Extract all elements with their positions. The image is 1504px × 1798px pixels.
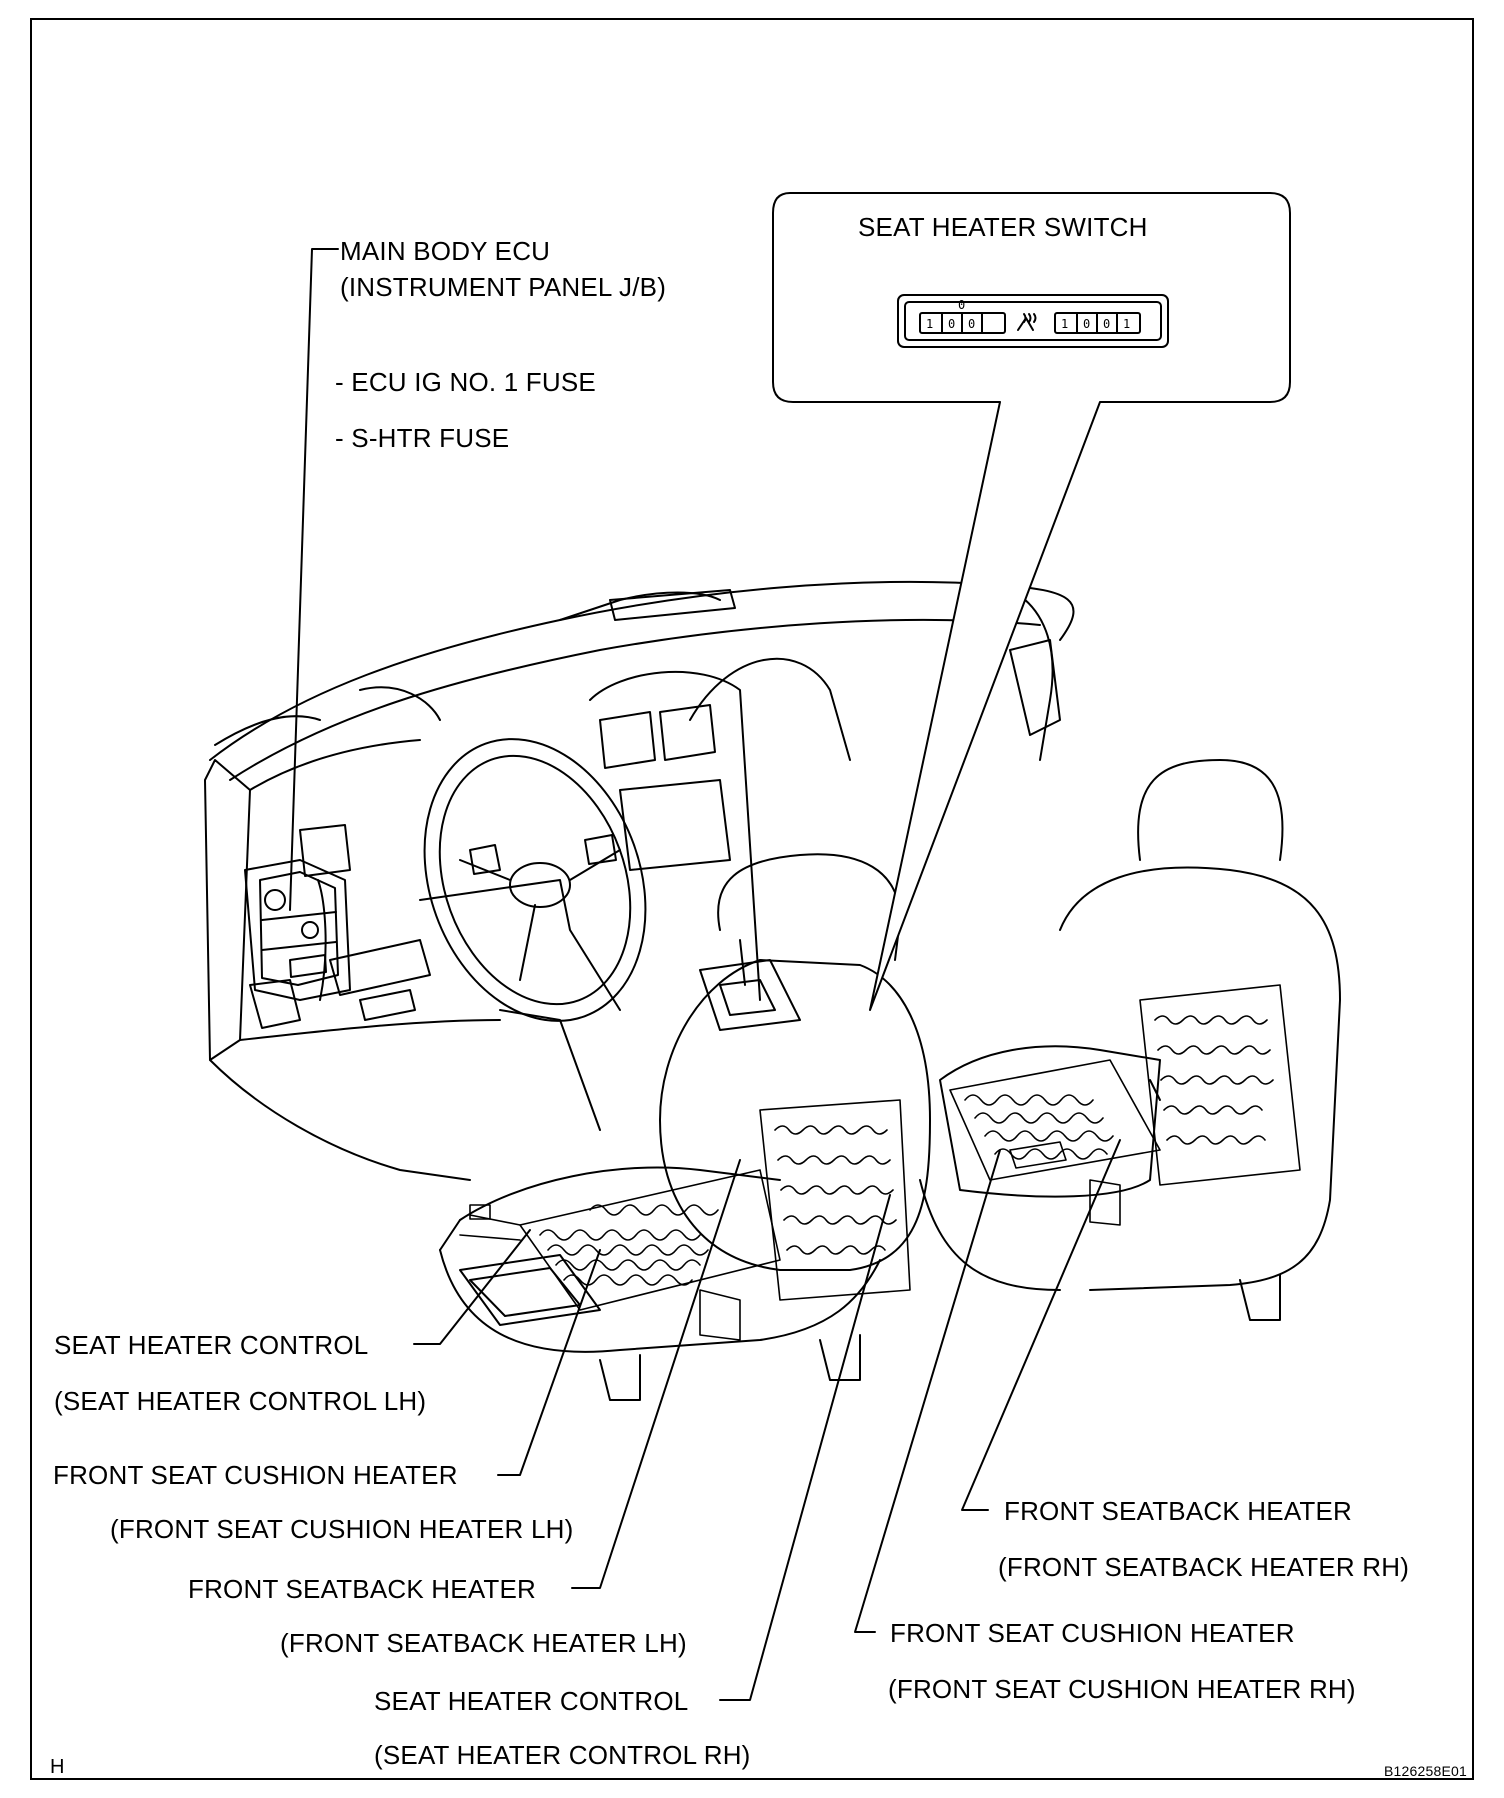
diagram-frame <box>30 18 1474 1780</box>
label-seat-heater-control-lh-sub: (SEAT HEATER CONTROL LH) <box>54 1386 427 1416</box>
left-cushion-heater-element <box>459 1169 781 1311</box>
label-front-seatback-heater-rh: FRONT SEATBACK HEATER <box>1004 1496 1353 1526</box>
leader-seat-heater-control-rh <box>719 1194 891 1701</box>
label-seat-heater-control-lh: SEAT HEATER CONTROL <box>54 1330 369 1360</box>
instrument-panel-jb-module <box>244 824 351 1001</box>
switch-mark: 1 <box>926 317 933 331</box>
switch-mark: 0 <box>948 317 955 331</box>
label-s-htr-fuse: - S-HTR FUSE <box>335 423 510 453</box>
label-seat-heater-control-rh: SEAT HEATER CONTROL <box>374 1686 689 1716</box>
switch-mark: 1 <box>1061 317 1068 331</box>
switch-mark: 1 <box>1123 317 1130 331</box>
callout-title: SEAT HEATER SWITCH <box>858 212 1148 242</box>
leader-seat-heater-control-lh <box>413 1229 531 1345</box>
figure-code: B126258E01 <box>1384 1763 1467 1779</box>
label-front-cushion-heater-rh-sub: (FRONT SEAT CUSHION HEATER RH) <box>888 1674 1356 1704</box>
label-seat-heater-control-rh-sub: (SEAT HEATER CONTROL RH) <box>374 1740 751 1770</box>
label-ecu-ig-fuse: - ECU IG NO. 1 FUSE <box>335 367 596 397</box>
center-console <box>589 670 801 1031</box>
label-front-seatback-heater-lh-sub: (FRONT SEATBACK HEATER LH) <box>280 1628 687 1658</box>
label-front-cushion-heater-lh: FRONT SEAT CUSHION HEATER <box>53 1460 458 1490</box>
label-front-seatback-heater-rh-sub: (FRONT SEATBACK HEATER RH) <box>998 1552 1410 1582</box>
dashboard <box>204 580 1075 1181</box>
leader-front-seatback-rh <box>961 1139 1121 1511</box>
leader-front-cushion-lh <box>497 1249 601 1476</box>
label-front-cushion-heater-lh-sub: (FRONT SEAT CUSHION HEATER LH) <box>110 1514 574 1544</box>
right-seat <box>919 759 1341 1321</box>
switch-mark: 0 <box>958 298 965 312</box>
right-seatback-heater-element <box>1089 984 1301 1226</box>
steering-wheel <box>423 738 647 1131</box>
left-seatback-heater-element <box>699 1099 911 1341</box>
leader-lines <box>289 248 1121 1701</box>
corner-letter: H <box>50 1756 65 1778</box>
seat-heat-icon <box>1017 313 1037 331</box>
switch-mark: 0 <box>1083 317 1090 331</box>
label-main-body-ecu: MAIN BODY ECU <box>340 236 551 266</box>
callout-box <box>772 192 1291 1011</box>
leader-front-cushion-rh <box>854 1149 1001 1633</box>
label-instrument-panel-jb: (INSTRUMENT PANEL J/B) <box>340 272 667 302</box>
switch-mark: 0 <box>968 317 975 331</box>
leader-front-seatback-lh <box>571 1159 741 1589</box>
leader-main-body-ecu <box>289 248 339 911</box>
switch-mark: 0 <box>1103 317 1110 331</box>
label-front-seatback-heater-lh: FRONT SEATBACK HEATER <box>188 1574 537 1604</box>
label-front-cushion-heater-rh: FRONT SEAT CUSHION HEATER <box>890 1618 1295 1648</box>
right-cushion-heater-element <box>949 1059 1161 1181</box>
seat-heater-switch-panel <box>897 294 1169 348</box>
